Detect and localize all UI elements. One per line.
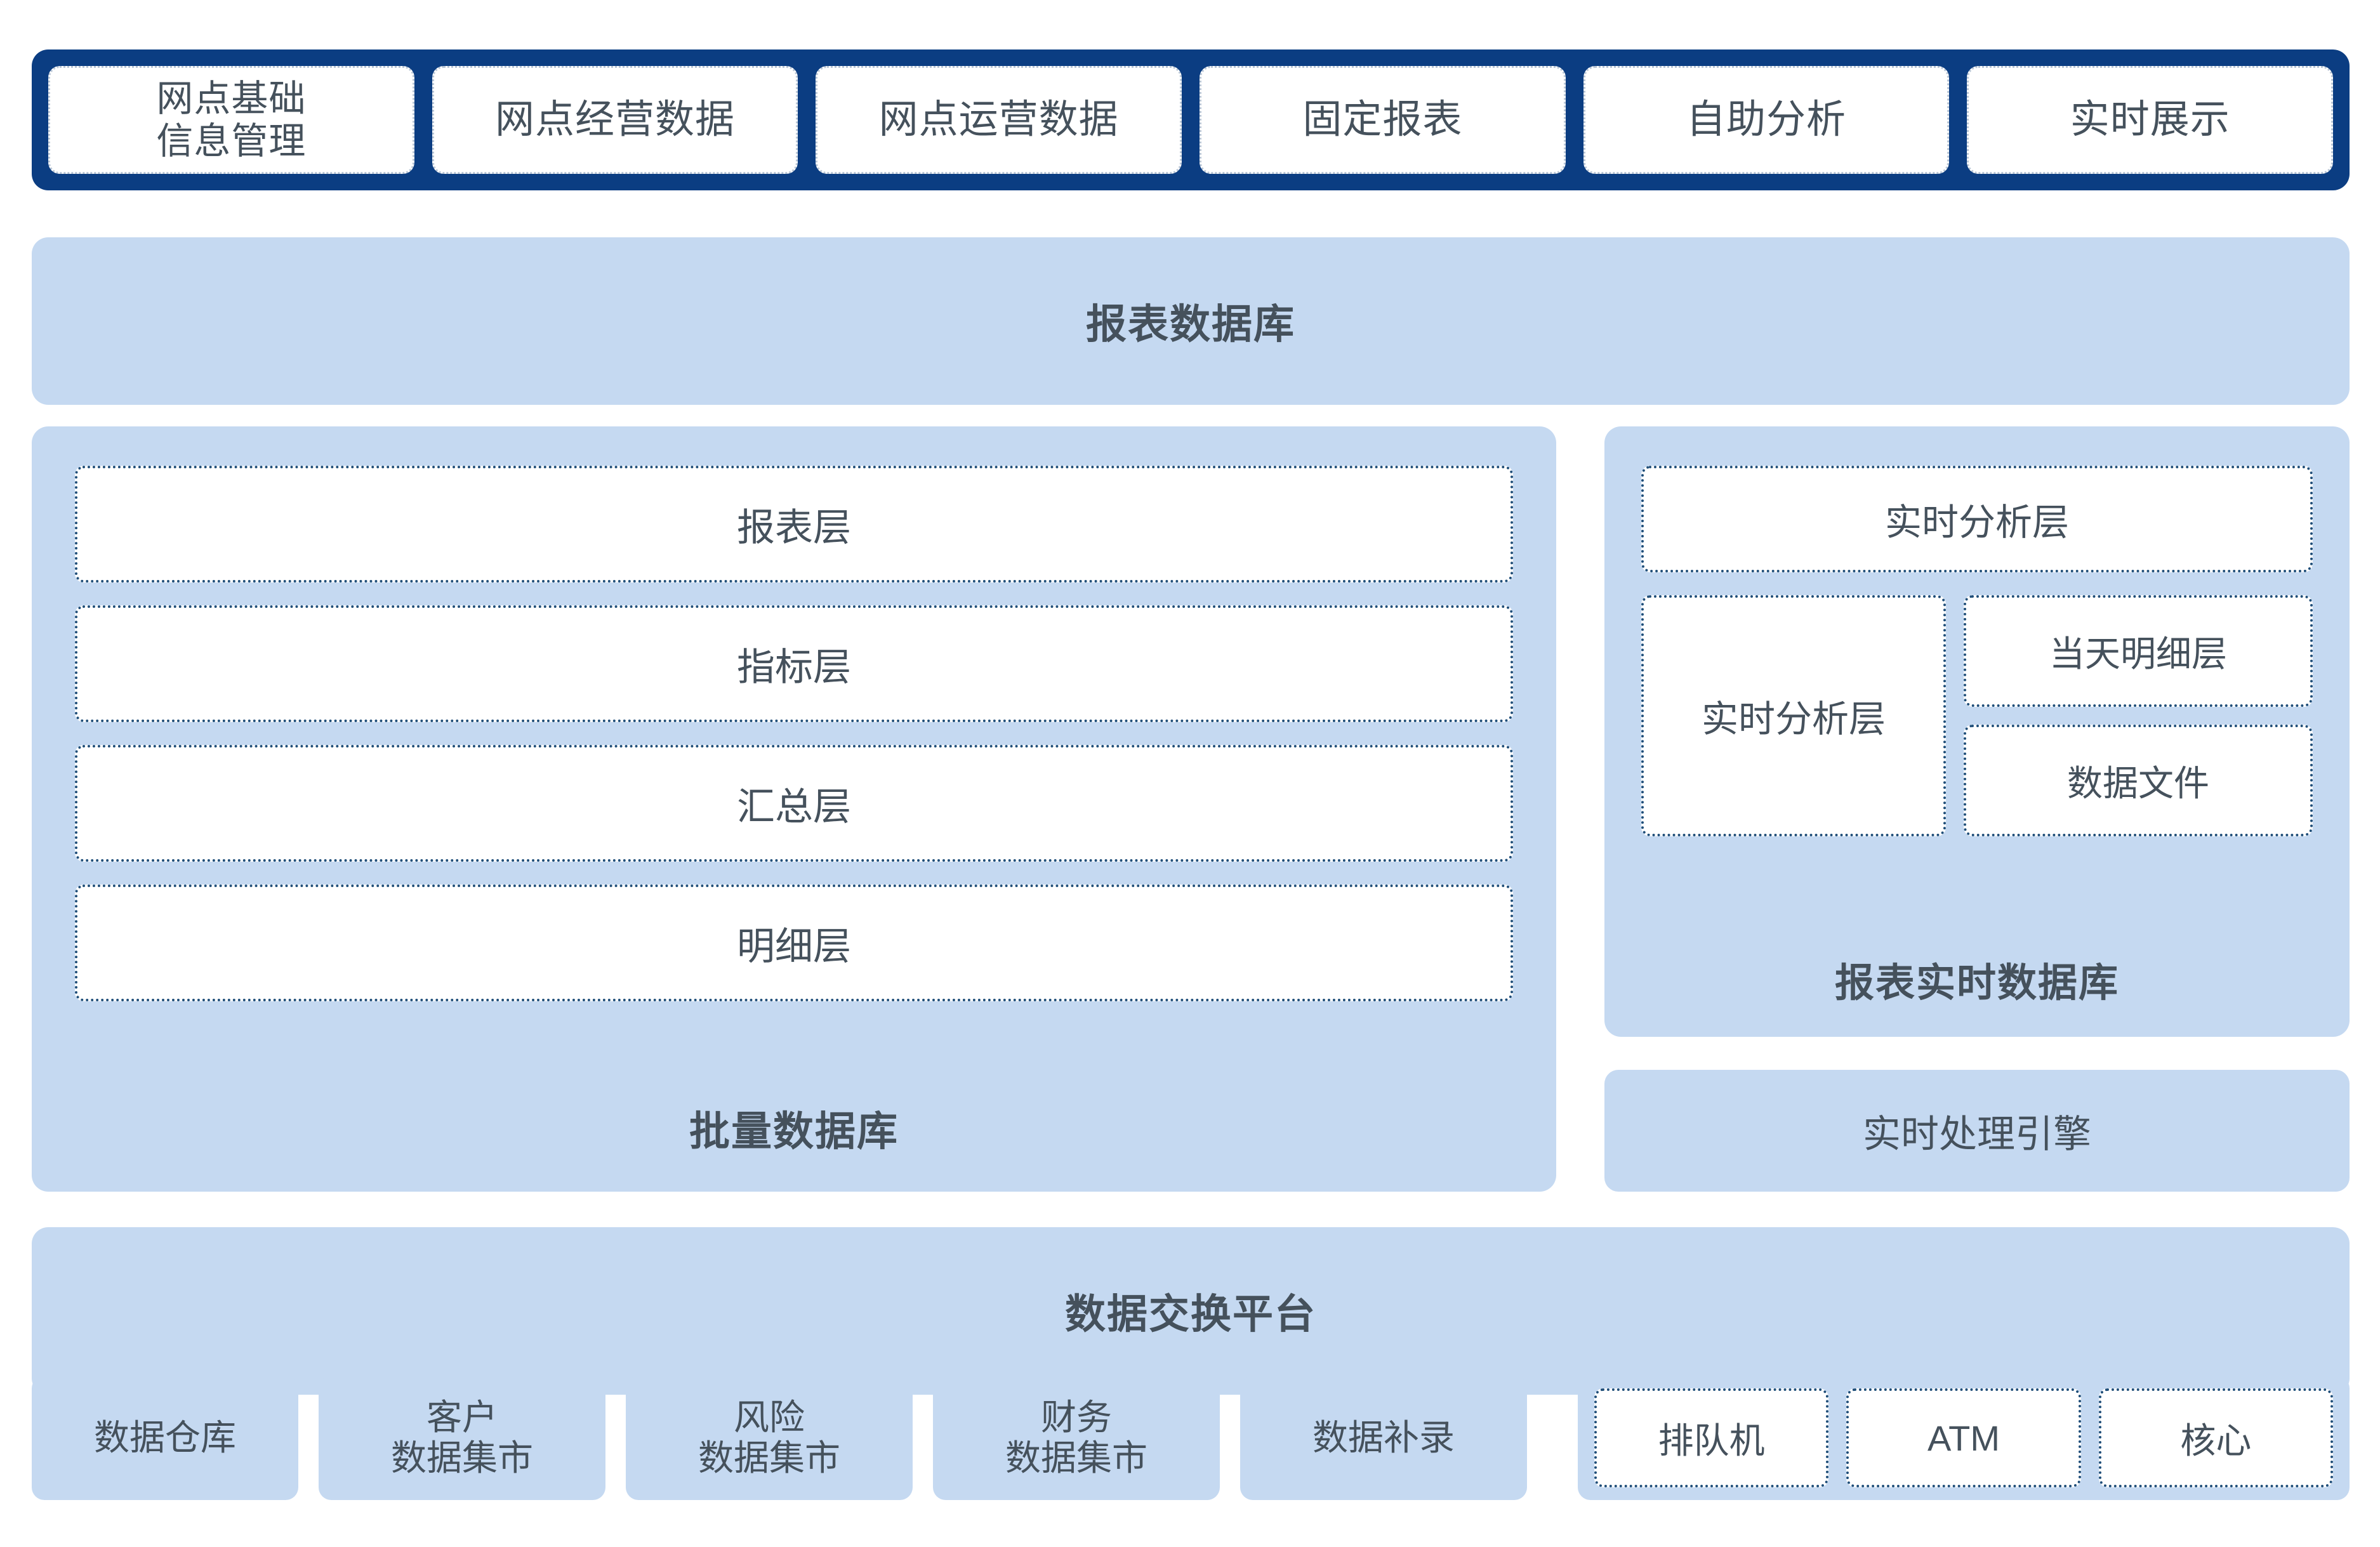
layer-indicator: 指标层	[75, 605, 1513, 722]
nav-tab-self-service-analysis[interactable]: 自助分析	[1583, 66, 1950, 174]
report-database-title: 报表数据库	[1086, 301, 1295, 347]
layer-detail: 明细层	[75, 885, 1513, 1001]
channel-core-system: 核心	[2098, 1388, 2333, 1487]
report-database-band: 报表数据库	[32, 237, 2350, 405]
channel-queue-machine: 排队机	[1594, 1388, 1829, 1487]
data-exchange-platform-band: 数据交换平台	[32, 1227, 2350, 1395]
realtime-processing-engine: 实时处理引擎	[1604, 1070, 2350, 1192]
nav-tab-fixed-report[interactable]: 固定报表	[1200, 66, 1566, 174]
realtime-report-database-title: 报表实时数据库	[1834, 961, 2119, 1005]
layer-report: 报表层	[75, 466, 1513, 583]
source-risk-data-mart: 风险 数据集市	[626, 1376, 913, 1500]
batch-database-panel: 报表层 指标层 汇总层 明细层 批量数据库	[32, 426, 1556, 1192]
source-finance-data-mart: 财务 数据集市	[933, 1376, 1220, 1500]
realtime-analysis-layer-left-box: 实时分析层	[1641, 595, 1946, 836]
source-customer-data-mart: 客户 数据集市	[319, 1376, 605, 1500]
realtime-report-database-panel: 实时分析层 实时分析层 当天明细层 数据文件 报表实时数据库	[1604, 426, 2350, 1037]
top-nav-bar: 网点基础 信息管理 网点经营数据 网点运营数据 固定报表 自助分析 实时展示	[32, 49, 2350, 190]
nav-tab-branch-basic-info[interactable]: 网点基础 信息管理	[48, 66, 414, 174]
source-data-supplement: 数据补录	[1240, 1376, 1527, 1500]
data-sources-row: 数据仓库 客户 数据集市 风险 数据集市 财务 数据集市 数据补录 排队机 AT…	[32, 1376, 2350, 1500]
today-detail-layer-box: 当天明细层	[1964, 595, 2313, 707]
nav-tab-realtime-display[interactable]: 实时展示	[1967, 66, 2334, 174]
realtime-split-row: 实时分析层 当天明细层 数据文件	[1641, 595, 2313, 836]
data-exchange-platform-title: 数据交换平台	[1065, 1291, 1316, 1337]
batch-database-title: 批量数据库	[689, 1109, 899, 1154]
realtime-analysis-layer-box: 实时分析层	[1641, 466, 2313, 572]
channel-systems-group: 排队机 ATM 核心	[1578, 1376, 2350, 1500]
data-file-box: 数据文件	[1964, 725, 2313, 836]
nav-tab-branch-operation-data[interactable]: 网点运营数据	[816, 66, 1182, 174]
source-data-warehouse: 数据仓库	[32, 1376, 298, 1500]
realtime-right-column: 当天明细层 数据文件	[1964, 595, 2313, 836]
layer-summary: 汇总层	[75, 745, 1513, 862]
channel-atm: ATM	[1846, 1388, 2081, 1487]
nav-tab-branch-business-data[interactable]: 网点经营数据	[432, 66, 798, 174]
